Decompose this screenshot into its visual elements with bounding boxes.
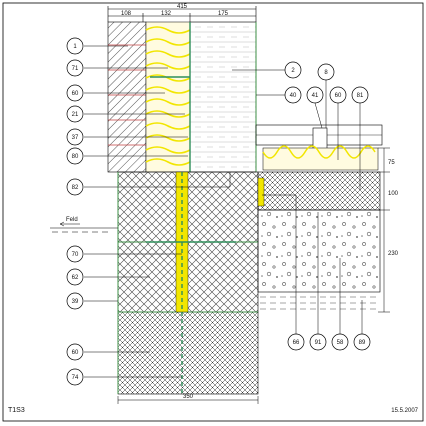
callout-60-bottom: 60 [66, 343, 150, 361]
callout-2: 2 [232, 61, 302, 79]
svg-text:89: 89 [359, 340, 366, 346]
top-dimension: 415 108 132 175 [107, 4, 257, 22]
callout-1: 1 [66, 37, 128, 55]
right-dimension: 75 100 230 [378, 147, 399, 313]
svg-text:58: 58 [337, 340, 344, 346]
callouts-left: 1 71 60 21 37 80 82 70 62 39 60 74 [66, 37, 231, 386]
dim-bottom: 350 [183, 394, 194, 400]
svg-text:37: 37 [72, 135, 79, 141]
inner-wall [189, 21, 257, 173]
callout-70: 70 [66, 245, 182, 263]
svg-text:80: 80 [72, 154, 79, 160]
svg-text:41: 41 [312, 93, 319, 99]
dim-right-3: 230 [388, 251, 399, 257]
svg-text:91: 91 [315, 340, 322, 346]
svg-text:81: 81 [357, 93, 364, 99]
svg-text:40: 40 [290, 93, 297, 99]
svg-text:66: 66 [293, 340, 300, 346]
gravel-layer [257, 209, 381, 293]
callout-82: 82 [66, 172, 231, 196]
gravel-base [258, 292, 380, 312]
svg-text:1: 1 [73, 44, 77, 50]
callout-60-right: 60 [329, 86, 347, 160]
svg-text:60: 60 [72, 91, 79, 97]
callouts-top-right: 8 41 60 81 [306, 63, 369, 190]
callout-37: 37 [66, 128, 188, 146]
callout-89: 89 [353, 300, 371, 351]
callout-8: 8 [317, 63, 335, 128]
sheet-id: T1S3 [8, 407, 25, 414]
callout-58: 58 [331, 258, 349, 351]
svg-text:60: 60 [72, 350, 79, 356]
foundation-insulation [146, 76, 236, 394]
svg-text:70: 70 [72, 252, 79, 258]
dim-top-total: 415 [177, 4, 188, 10]
field-label: Feld [66, 217, 78, 223]
callout-60-top: 60 [66, 84, 165, 102]
insulation-layer [145, 21, 191, 173]
bottom-dimension: 350 [117, 394, 259, 404]
svg-text:8: 8 [324, 70, 328, 76]
callouts-right-upper: 2 40 [232, 61, 302, 104]
callout-66: 66 [262, 194, 305, 351]
dim-top-seg-1: 108 [121, 11, 132, 17]
drawing-frame [2, 2, 424, 422]
svg-text:82: 82 [72, 185, 79, 191]
svg-text:21: 21 [72, 112, 79, 118]
callout-74: 74 [66, 368, 182, 386]
floor-slab [255, 124, 383, 171]
drawing-date: 15.5.2007 [391, 408, 418, 414]
callout-40: 40 [256, 86, 302, 104]
callouts-bottom-right: 66 91 58 89 [262, 194, 371, 351]
callout-41: 41 [306, 86, 324, 129]
ground-left: Feld [50, 217, 118, 233]
callout-39: 39 [66, 292, 118, 310]
svg-text:60: 60 [335, 93, 342, 99]
svg-text:39: 39 [72, 299, 79, 305]
dim-right-2: 100 [388, 191, 399, 197]
callout-71: 71 [66, 59, 168, 77]
svg-text:71: 71 [72, 66, 79, 72]
dim-right-1: 75 [388, 160, 395, 166]
callout-80: 80 [66, 147, 188, 165]
svg-text:74: 74 [72, 375, 79, 381]
callout-81: 81 [351, 86, 369, 190]
callout-21: 21 [66, 105, 185, 123]
callout-91: 91 [309, 212, 327, 351]
dim-top-seg-2: 132 [161, 11, 172, 17]
svg-text:62: 62 [72, 275, 79, 281]
masonry-wall [107, 21, 147, 173]
callout-62: 62 [66, 268, 150, 286]
dim-top-seg-3: 175 [218, 11, 229, 17]
svg-text:2: 2 [291, 68, 295, 74]
